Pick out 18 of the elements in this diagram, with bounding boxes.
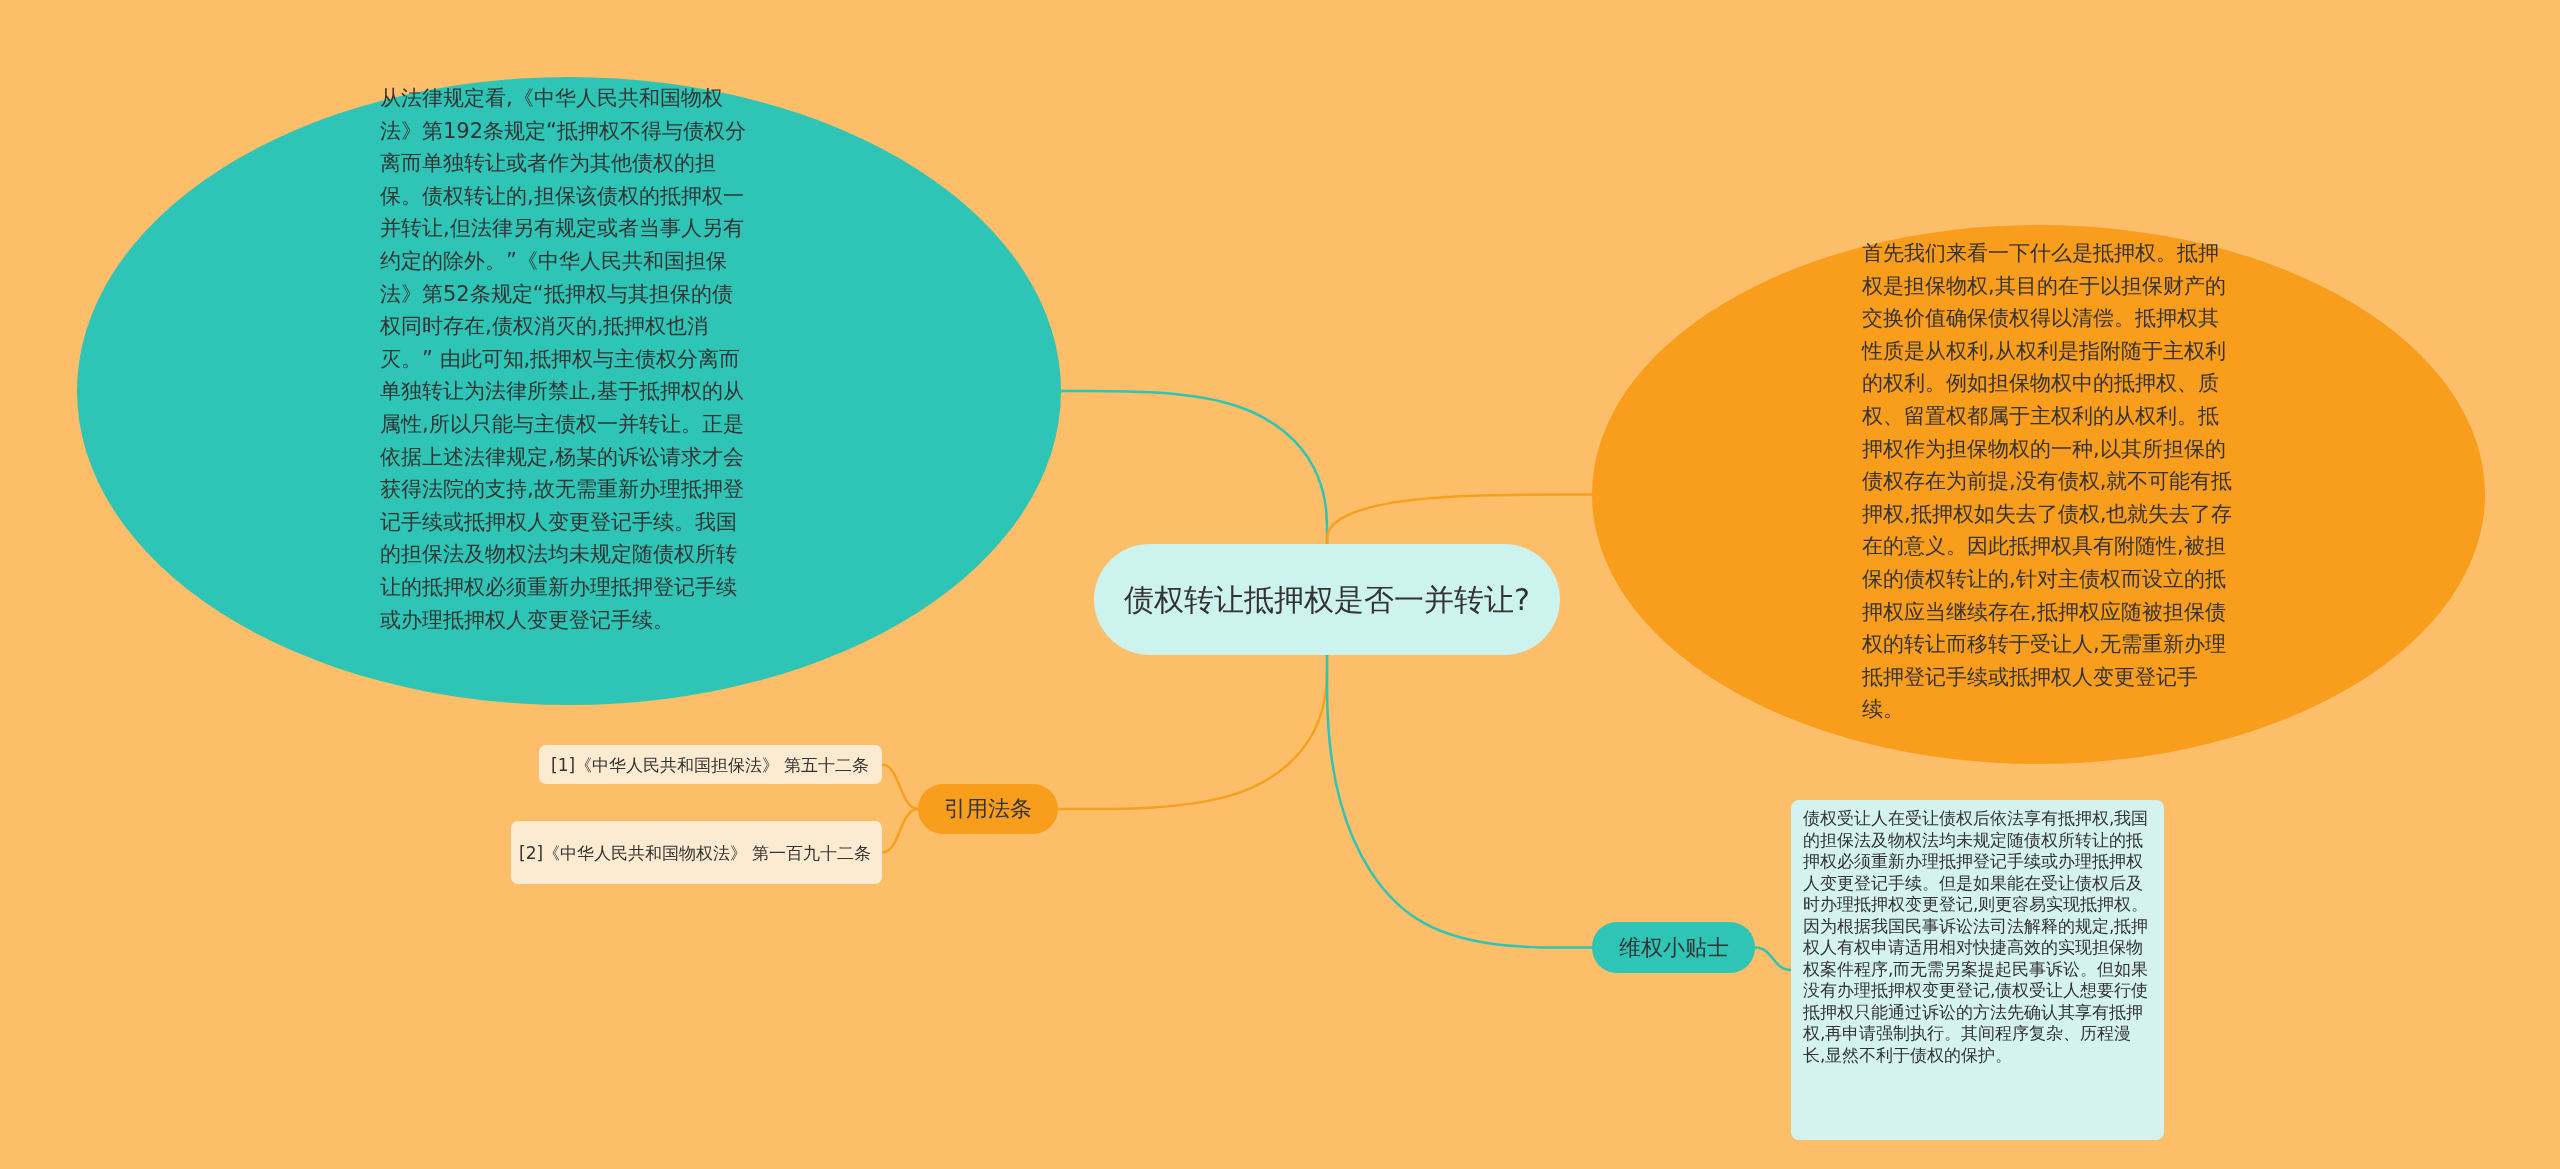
- reference-text: [1]《中华人民共和国担保法》 第五十二条: [551, 753, 871, 777]
- tip-card: [1791, 800, 2164, 1140]
- paragraph-text: 从法律规定看,《中华人民共和国物权法》第192条规定“抵押权不得与债权分离而单独转让或者作为其他债权的担保。债权转让的,担保该债权的抵押权一并转让,但法律另有规定或者当事人另有约定的除外。”《中华人民共和国担保法》第52条规定“抵押权与其担保的债权同时存在,债权消灭的,抵押权也消灭。” 由此可知,抵押权与主债权分离而单独转让为法律所禁止,基于抵押权的从属性,所以只能与主债权一并转让。正是依据上述法律规定,杨某的诉讼请求才会获得法院的支持,故无需重新办理抵押登记手续或抵押权人变更登记手续。我国的担保法及物权法均未规定随债权所转让的抵押权必须重新办理抵押登记手续或办理抵押权人变更登记手续。: [380, 85, 747, 634]
- connector-line: [1325, 493, 1592, 544]
- connector-line: [1754, 946, 1792, 972]
- reference-card: [511, 821, 882, 884]
- reference-card: [539, 745, 882, 784]
- branch-pill: [1592, 922, 1755, 973]
- branch-pill: [918, 784, 1058, 834]
- connector-line: [881, 807, 919, 854]
- branch-text: 引用法条: [943, 795, 1033, 823]
- connector-line: [1325, 655, 1592, 949]
- reference-text: [2]《中华人民共和国物权法》 第一百九十二条: [519, 841, 873, 865]
- paragraph-text: 首先我们来看一下什么是抵押权。抵押权是担保物权,其目的在于以担保财产的交换价值确保债权得以清偿。抵押权其性质是从权利,从权利是指附随于主权利的权利。例如担保物权中的抵押权、质权、留置权都属于主权利的从权利。抵押权作为担保物权的一种,以其所担保的债权存在为前提,没有债权,就不可能有抵押权,抵押权如失去了债权,也就失去了存在的意义。因此抵押权具有附随性,被担保的债权转让的,针对主债权而设立的抵押权应当继续存在,抵押权应随被担保债权的转让而移转于受让人,无需重新办理抵押登记手续或抵押权人变更登记手续。: [1862, 240, 2234, 724]
- branch-text: 维权小贴士: [1617, 933, 1730, 962]
- topic-text: 债权转让抵押权是否一并转让?: [1123, 580, 1531, 619]
- paragraph-text: 债权受让人在受让债权后依法享有抵押权,我国的担保法及物权法均未规定随债权所转让的抵押权必须重新办理抵押登记手续或办理抵押权人变更登记手续。但是如果能在受让债权后及时办理抵押权变更登记,则更容易实现抵押权。因为根据我国民事诉讼法司法解释的规定,抵押权人有权申请适用相对快捷高效的实现担保物权案件程序,而无需另案提起民事诉讼。但如果没有办理抵押权变更登记,债权受让人想要行使抵押权只能通过诉讼的方法先确认其享有抵押权,再申请强制执行。其间程序复杂、历程漫长,显然不利于债权的保护。: [1803, 808, 2150, 1066]
- connector-line: [881, 763, 919, 811]
